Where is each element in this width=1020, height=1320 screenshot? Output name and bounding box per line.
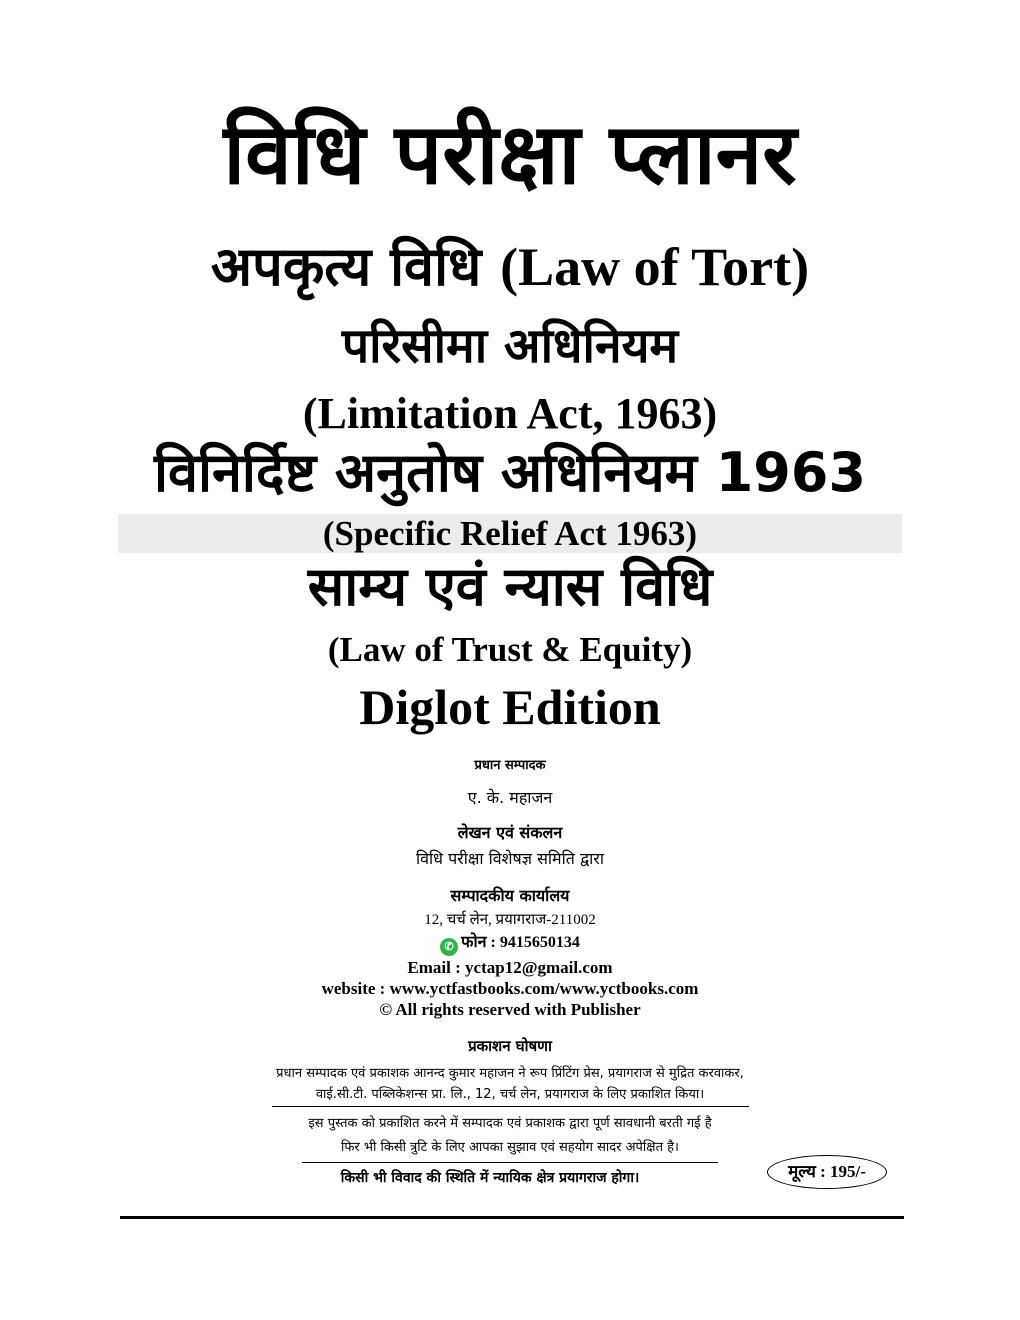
office-address: 12, चर्च लेन, प्रयागराज-211002 xyxy=(424,912,596,928)
subject-limitation-english: (Limitation Act, 1963) xyxy=(302,389,718,438)
subject-specific-relief-hindi: विनिर्दिष्ट अनुतोष अधिनियम 1963 xyxy=(153,441,867,504)
jurisdiction-note: किसी भी विवाद की स्थिति में न्यायिक क्षे… xyxy=(340,1170,640,1186)
subject-specific-relief-english: (Specific Relief Act 1963) xyxy=(322,514,698,553)
chief-editor-name: ए. के. महाजन xyxy=(467,788,553,807)
website: website : www.yctfastbooks.com/www.yctbo… xyxy=(321,979,699,998)
price-badge: मूल्य : 195/- xyxy=(767,1155,887,1189)
compiled-label: लेखन एवं संकलन xyxy=(457,823,563,842)
whatsapp-icon: ✆ xyxy=(440,938,459,956)
bottom-rule xyxy=(120,1216,904,1219)
subject-trust-english: (Law of Trust & Equity) xyxy=(327,630,693,669)
divider xyxy=(302,1162,718,1163)
phone-number: फोन : 9415650134 xyxy=(461,934,580,951)
subject-tort-english: (Law of Tort) xyxy=(500,237,810,297)
announcement-line-2: वाई.सी.टी. पब्लिकेशन्स प्रा. लि., 12, चर… xyxy=(315,1087,705,1102)
announcement-label: प्रकाशन घोषणा xyxy=(468,1037,552,1055)
compiled-by: विधि परीक्षा विशेषज्ञ समिति द्वारा xyxy=(415,849,604,868)
highlight-band xyxy=(118,514,902,553)
rights-notice: © All rights reserved with Publisher xyxy=(379,1000,641,1019)
email: Email : yctap12@gmail.com xyxy=(407,958,613,977)
disclaimer-line-2: फिर भी किसी त्रुटि के लिए आपका सुझाव एवं… xyxy=(341,1140,679,1155)
announcement-line-1: प्रधान सम्पादक एवं प्रकाशक आनन्द कुमार म… xyxy=(276,1066,744,1081)
subject-trust-hindi: साम्य एवं न्यास विधि xyxy=(307,555,713,618)
book-title: विधि परीक्षा प्लानर xyxy=(223,105,797,203)
office-label: सम्पादकीय कार्यालय xyxy=(450,886,570,905)
divider xyxy=(272,1106,749,1107)
edition-label: Diglot Edition xyxy=(359,679,661,735)
subject-tort-hindi: अपकृत्य विधि xyxy=(210,235,482,298)
subject-tort: अपकृत्य विधि (Law of Tort) xyxy=(0,237,1020,297)
phone-line: ✆फोन : 9415650134 xyxy=(0,935,1020,956)
subject-limitation-hindi: परिसीमा अधिनियम xyxy=(341,318,679,374)
chief-editor-label: प्रधान सम्पादक xyxy=(474,758,546,773)
disclaimer-line-1: इस पुस्तक को प्रकाशित करने में सम्पादक ए… xyxy=(308,1116,712,1131)
